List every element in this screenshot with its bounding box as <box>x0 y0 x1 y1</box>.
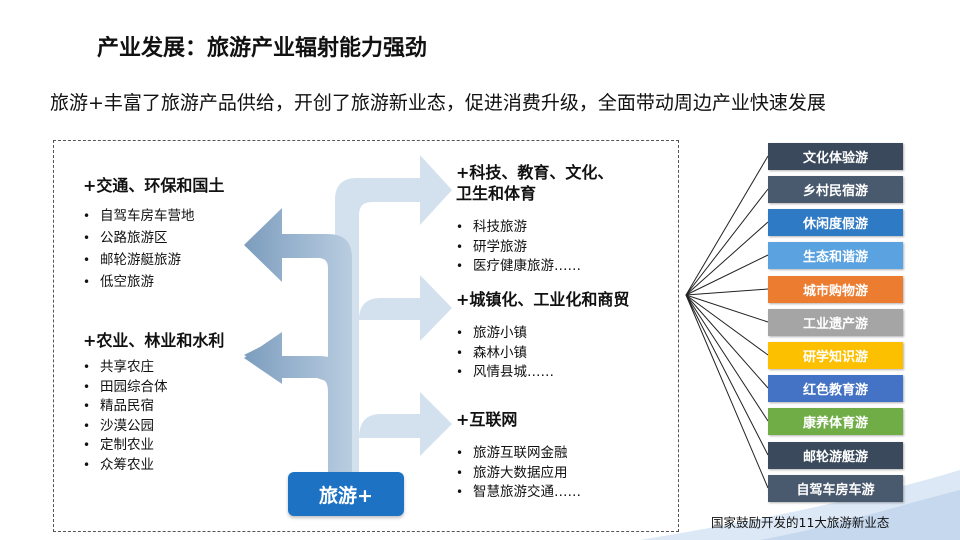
tag-red-education: 红色教育游 <box>768 375 903 402</box>
tag-self-drive-rv: 自驾车房车游 <box>768 475 903 502</box>
list-item: 旅游大数据应用 <box>456 464 581 484</box>
tag-leisure-vacation: 休闲度假游 <box>768 209 903 236</box>
list-item: 共享农庄 <box>83 358 168 378</box>
list-item: 自驾车房车营地 <box>83 205 195 227</box>
list-item: 科技旅游 <box>456 218 581 238</box>
left-group-2-heading: +农业、林业和水利 <box>83 331 225 350</box>
right-group-2-heading: +城镇化、工业化和商贸 <box>456 290 630 309</box>
list-item: 旅游互联网金融 <box>456 444 581 464</box>
right-group-1-heading-line2: 卫生和体育 <box>456 184 537 203</box>
page-title: 产业发展：旅游产业辐射能力强劲 <box>97 36 428 61</box>
list-item: 医疗健康旅游…… <box>456 257 581 277</box>
right-group-3-heading: +互联网 <box>456 410 518 429</box>
list-item: 研学旅游 <box>456 238 581 258</box>
right-group-1-heading-line1: +科技、教育、文化、 <box>456 163 614 182</box>
tag-cruise-yacht: 邮轮游艇游 <box>768 442 903 469</box>
list-item: 智慧旅游交通…… <box>456 483 581 503</box>
tag-ecological-harmony: 生态和谐游 <box>768 242 903 269</box>
list-item: 邮轮游艇旅游 <box>83 249 195 271</box>
tag-study-knowledge: 研学知识游 <box>768 342 903 369</box>
tag-industrial-heritage: 工业遗产游 <box>768 309 903 336</box>
list-item: 精品民宿 <box>83 397 168 417</box>
left-group-1-list: 自驾车房车营地 公路旅游区 邮轮游艇旅游 低空旅游 <box>83 205 195 293</box>
list-item: 低空旅游 <box>83 271 195 293</box>
right-group-3-list: 旅游互联网金融 旅游大数据应用 智慧旅游交通…… <box>456 444 581 503</box>
list-item: 森林小镇 <box>456 344 554 364</box>
list-item: 风情县城…… <box>456 363 554 383</box>
list-item: 公路旅游区 <box>83 227 195 249</box>
tags-caption: 国家鼓励开发的11大旅游新业态 <box>711 515 890 530</box>
list-item: 沙漠公园 <box>83 417 168 437</box>
tag-culture-experience: 文化体验游 <box>768 143 903 170</box>
tag-city-shopping: 城市购物游 <box>768 276 903 303</box>
left-group-2-list: 共享农庄 田园综合体 精品民宿 沙漠公园 定制农业 众筹农业 <box>83 358 168 475</box>
list-item: 定制农业 <box>83 436 168 456</box>
page-subtitle: 旅游+丰富了旅游产品供给，开创了旅游新业态，促进消费升级，全面带动周边产业快速发… <box>50 92 826 114</box>
center-label-badge: 旅游+ <box>288 472 404 516</box>
right-group-1-list: 科技旅游 研学旅游 医疗健康旅游…… <box>456 218 581 277</box>
right-group-2-list: 旅游小镇 森林小镇 风情县城…… <box>456 324 554 383</box>
list-item: 田园综合体 <box>83 378 168 398</box>
left-group-1-heading: +交通、环保和国土 <box>83 176 225 195</box>
diagram-frame <box>53 140 679 532</box>
list-item: 旅游小镇 <box>456 324 554 344</box>
list-item: 众筹农业 <box>83 456 168 476</box>
tag-rural-homestay: 乡村民宿游 <box>768 176 903 203</box>
tag-health-sports: 康养体育游 <box>768 408 903 435</box>
